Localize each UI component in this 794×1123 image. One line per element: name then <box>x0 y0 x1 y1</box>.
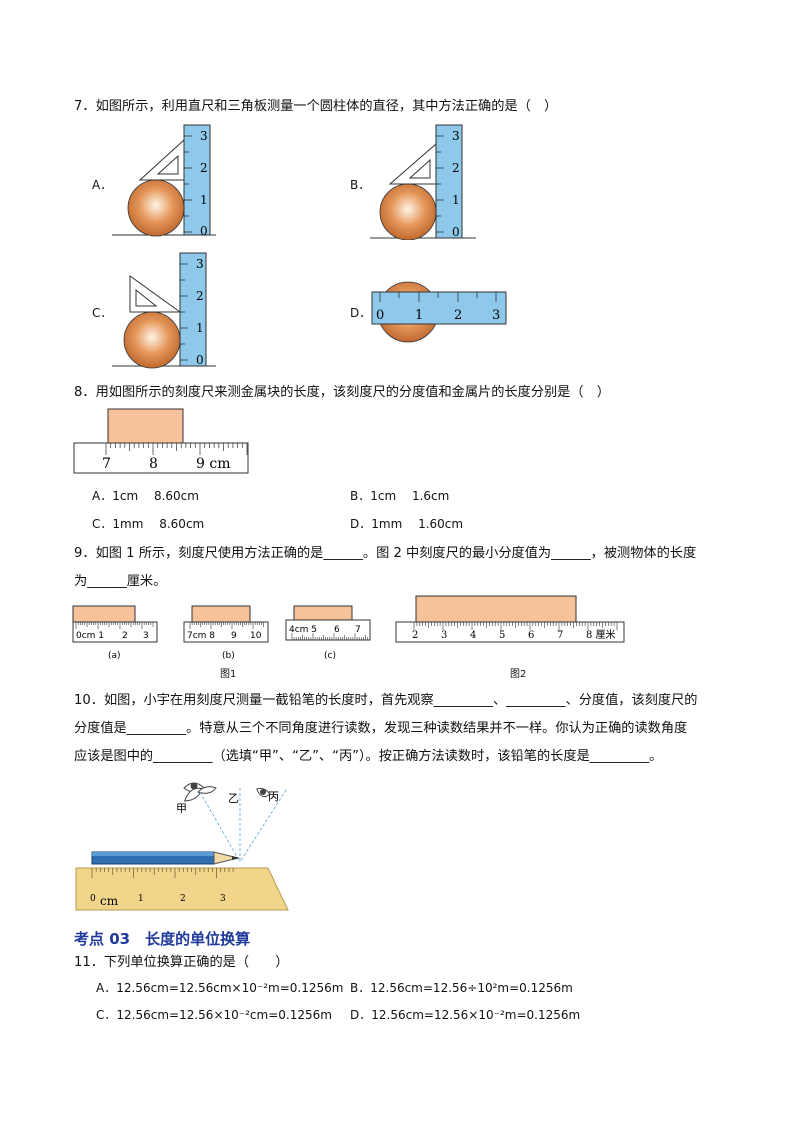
ruler-tick: 8 厘米 <box>586 628 616 641</box>
q10-line1: 10．如图，小宇在用刻度尺测量一截铅笔的长度时，首先观察_________、__… <box>74 693 698 708</box>
section-heading: 考点 03 长度的单位换算 <box>74 930 251 948</box>
q9-figure-b: 7cm 8 9 10 (b) <box>183 605 269 661</box>
ruler-tick: 2 <box>200 161 208 175</box>
q7-option-d-label[interactable]: D． <box>350 306 372 320</box>
q7-stem: 7．如图所示，利用直尺和三角板测量一个圆柱体的直径，其中方法正确的是（ ） <box>74 99 558 114</box>
ruler-tick: 3 <box>492 308 500 323</box>
q7-option-c-label[interactable]: C． <box>92 306 113 320</box>
ruler-tick: 3 <box>452 129 460 143</box>
ruler-tick: 8 <box>149 456 158 472</box>
ruler-tick: 9 cm <box>196 456 230 472</box>
q10-figure: 甲 乙 丙 0 cm 1 2 3 <box>75 782 289 911</box>
q7-figure-d: 0 1 2 3 <box>371 281 507 343</box>
ruler-tick: 3 <box>220 894 226 904</box>
q11-stem: 11．下列单位换算正确的是（ ） <box>74 955 289 970</box>
figure-2-caption: 图2 <box>510 669 527 680</box>
eye-label-jia: 甲 <box>176 802 187 815</box>
q7-figure-b: 3 2 1 0 <box>370 124 476 240</box>
ruler-tick: 7 <box>557 630 563 641</box>
ruler-tick: 3 <box>441 630 447 641</box>
q11-option-b[interactable]: B．12.56cm=12.56÷10²m=0.1256m <box>350 981 573 995</box>
q10-line2: 分度值是_________。特意从三个不同角度进行读数，发现三种读数结果并不一样… <box>74 721 688 736</box>
q8-option-d[interactable]: D．1mm 1.60cm <box>350 517 464 531</box>
q9-line1: 9．如图 1 所示，刻度尺使用方法正确的是______。图 2 中刻度尺的最小分… <box>74 546 697 561</box>
ruler-tick: 6 <box>334 625 340 635</box>
q10-line3: 应该是图中的_________（选填“甲”、“乙”、“丙”）。按正确方法读数时，… <box>74 749 663 764</box>
ruler-tick: 2 <box>452 161 460 175</box>
ruler-tick: 1 <box>200 193 208 207</box>
ruler-tick: 7 <box>355 625 361 635</box>
ruler-tick: 6 <box>528 630 534 641</box>
ruler-tick: 2 <box>196 289 204 303</box>
q9-figure-c: 4cm 5 6 7 (c) <box>285 605 371 661</box>
q9-figure-2: 2 3 4 5 6 7 8 厘米 <box>395 595 625 643</box>
q7-option-b-label[interactable]: B． <box>350 178 371 192</box>
ruler-tick: 2 <box>122 631 128 641</box>
q7-figure-a: 3 2 1 0 <box>112 124 216 238</box>
ruler-tick: 3 <box>143 631 149 641</box>
ruler-tick: 2 <box>454 308 462 323</box>
ruler-tick: 0 <box>90 894 96 904</box>
ruler-tick: 0 <box>200 224 208 238</box>
q8-option-b[interactable]: B．1cm 1.6cm <box>350 489 450 503</box>
ruler-tick: 4cm 5 <box>289 625 317 635</box>
ruler-tick: 5 <box>499 630 505 641</box>
caption-c: (c) <box>324 651 336 661</box>
q7-option-a-label[interactable]: A． <box>92 178 113 192</box>
q11-option-d[interactable]: D．12.56cm=12.56×10⁻²m=0.1256m <box>350 1008 581 1022</box>
ruler-tick: 0 <box>196 353 204 367</box>
eye-label-bing: 丙 <box>268 790 279 803</box>
q11-option-a[interactable]: A．12.56cm=12.56cm×10⁻²m=0.1256m <box>96 981 344 995</box>
caption-b: (b) <box>222 651 235 661</box>
ruler-tick: 1 <box>138 894 144 904</box>
eye-icon <box>183 782 271 802</box>
ruler-tick: 3 <box>200 129 208 143</box>
ruler-tick: 0 <box>376 308 384 323</box>
ruler-tick: 10 <box>250 631 262 641</box>
q7-figure-c: 3 2 1 0 <box>112 252 216 369</box>
figure-1-caption: 图1 <box>220 669 237 680</box>
ruler-tick: 2 <box>180 894 186 904</box>
q9-figure-a: 0cm 1 2 3 (a) <box>72 605 158 661</box>
ruler-tick: 1 <box>415 308 423 323</box>
caption-a: (a) <box>108 651 121 661</box>
ruler-tick: 7cm 8 <box>187 631 215 641</box>
q8-option-a[interactable]: A．1cm 8.60cm <box>92 489 199 503</box>
ruler-tick: 1 <box>196 321 204 335</box>
ruler-tick: 3 <box>196 257 204 271</box>
q8-option-c[interactable]: C．1mm 8.60cm <box>92 517 205 531</box>
q11-option-c[interactable]: C．12.56cm=12.56×10⁻²cm=0.1256m <box>96 1008 332 1022</box>
ruler-unit: cm <box>100 894 119 908</box>
ruler-tick: 9 <box>231 631 237 641</box>
q9-line2: 为______厘米。 <box>74 574 167 589</box>
eye-label-yi: 乙 <box>228 792 239 805</box>
ruler-tick: 4 <box>470 630 476 641</box>
ruler-tick: 0 <box>452 225 460 239</box>
ruler-tick: 0cm 1 <box>76 631 104 641</box>
ruler-tick: 1 <box>452 193 460 207</box>
ruler-tick: 7 <box>102 456 111 472</box>
q8-stem: 8．用如图所示的刻度尺来测金属块的长度，该刻度尺的分度值和金属片的长度分别是（ … <box>74 385 610 400</box>
q8-figure: 7 8 9 cm <box>73 408 249 474</box>
ruler-tick: 2 <box>412 630 418 641</box>
